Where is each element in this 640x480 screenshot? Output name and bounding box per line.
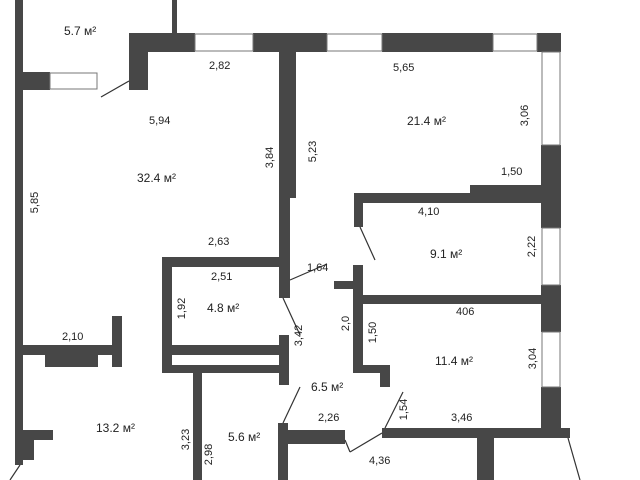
doors (9, 80, 581, 480)
area-label: 11.4 м² (435, 354, 474, 368)
dimension-label: 3,42 (293, 324, 306, 347)
walls (15, 0, 570, 480)
dimension-label: 1,50 (501, 166, 523, 178)
dimension-label: 5,85 (29, 191, 42, 214)
dimension-label: 2,51 (211, 271, 233, 283)
dimension-label: 5,94 (149, 115, 171, 127)
dimension-label: 5,65 (393, 62, 415, 74)
dimension-label: 2,26 (318, 412, 340, 424)
dimension-label: 5,23 (307, 140, 320, 163)
area-label: 5.7 м² (64, 24, 97, 38)
area-label: 13.2 м² (96, 421, 135, 435)
dimension-label: 406 (456, 306, 475, 318)
area-label: 32.4 м² (137, 171, 176, 185)
dimension-label: 4,36 (369, 455, 391, 467)
dimension-label: 2,98 (203, 443, 216, 466)
windows (49, 33, 561, 388)
dimension-label: 2,22 (526, 235, 539, 258)
dimension-label: 2,82 (209, 60, 231, 72)
dimension-label: 3,04 (527, 347, 540, 370)
dimension-label: 1,64 (307, 262, 329, 274)
dimension-label: 2,63 (208, 236, 230, 248)
area-label: 21.4 м² (407, 114, 446, 128)
area-label: 4.8 м² (207, 301, 240, 315)
dimension-label: 2,0 (340, 315, 353, 332)
area-label: 9.1 м² (430, 247, 463, 261)
dimension-label: 4,10 (418, 206, 440, 218)
dimension-label: 3,84 (264, 146, 277, 169)
dimension-label: 1,92 (176, 297, 189, 320)
area-label: 5.6 м² (228, 430, 261, 444)
dimension-label: 3,46 (451, 412, 473, 424)
dimension-label: 2,10 (62, 331, 84, 343)
area-label: 6.5 м² (311, 380, 344, 394)
dimension-label: 1,54 (398, 398, 411, 421)
dimension-label: 3,23 (180, 428, 193, 451)
dimension-label: 3,06 (519, 104, 532, 127)
dimension-label: 1,50 (367, 321, 380, 344)
